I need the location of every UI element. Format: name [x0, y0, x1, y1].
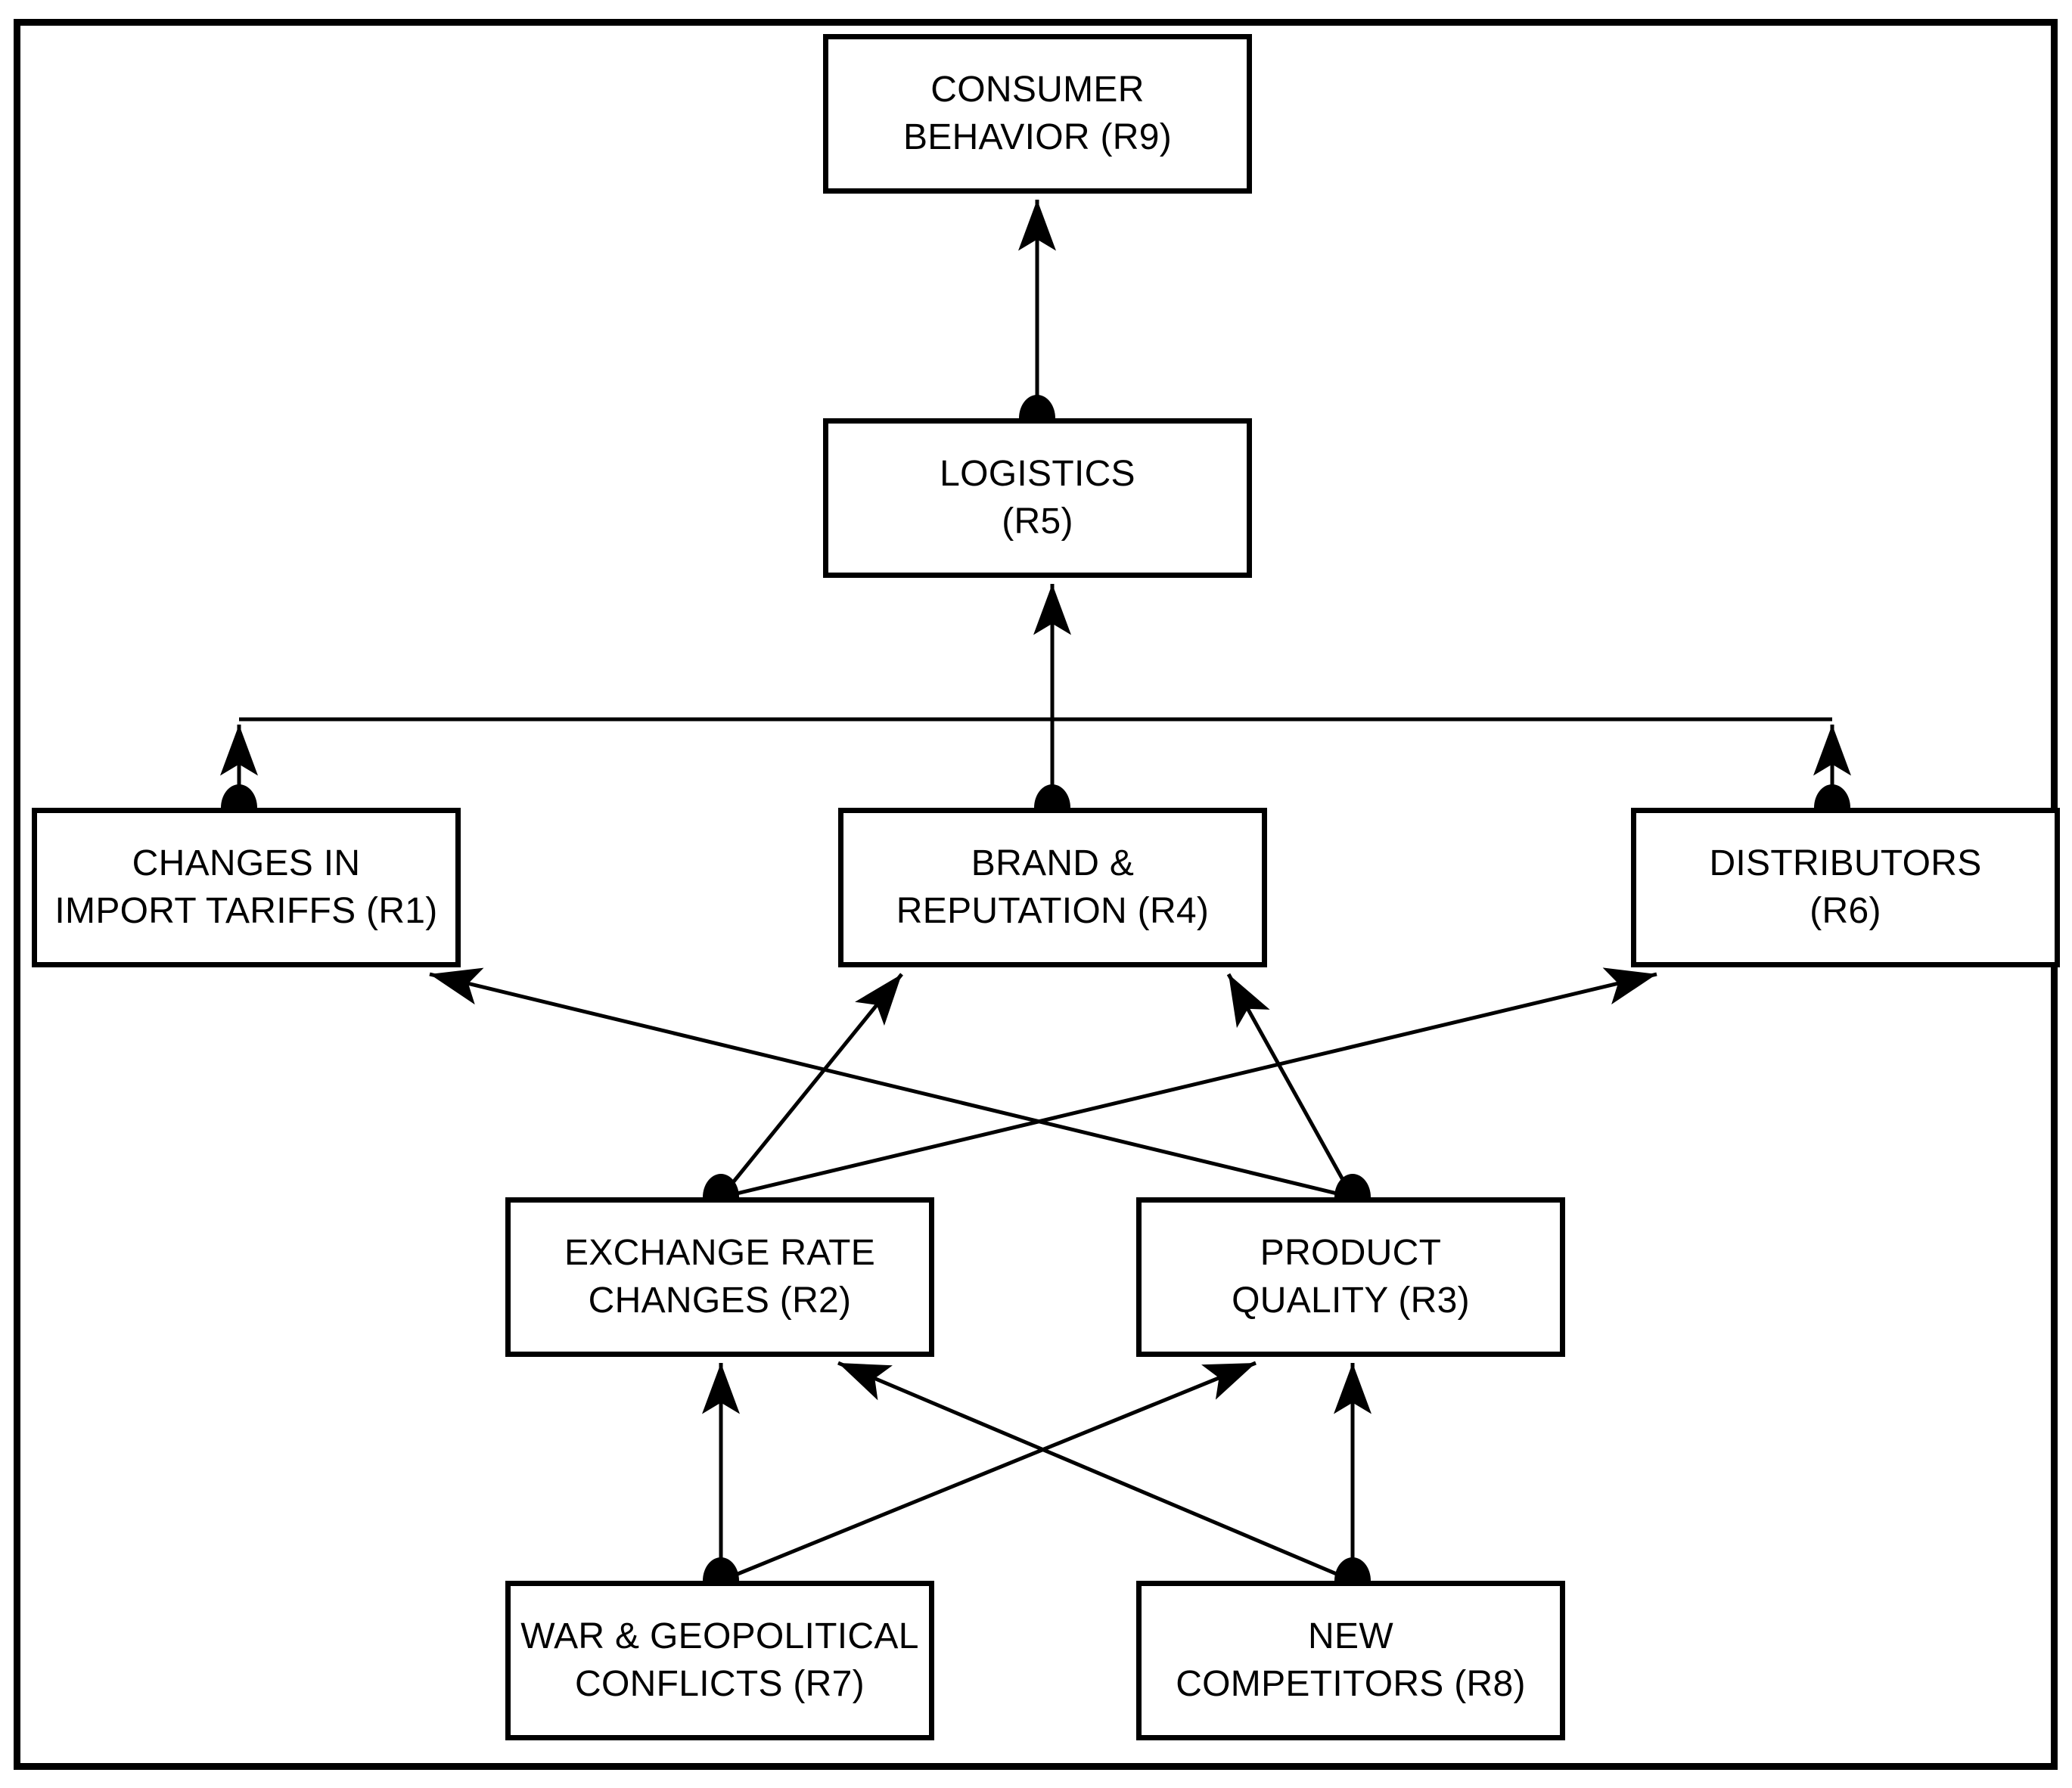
- edge-r7-to-r3: [720, 1361, 1257, 1583]
- node-label-r7: WAR & GEOPOLITICAL CONFLICTS (R7): [520, 1616, 919, 1704]
- edge-r3-to-r4: [1226, 973, 1355, 1199]
- node-r4-brand-and-reputation[interactable]: BRAND & REPUTATION (R4): [838, 808, 1267, 967]
- edge-r2-to-r6: [720, 967, 1657, 1200]
- node-label-r6: DISTRIBUTORS (R6): [1709, 843, 1982, 931]
- node-label-r1: CHANGES IN IMPORT TARIFFS (R1): [54, 843, 438, 931]
- node-label-r9: CONSUMER BEHAVIOR (R9): [902, 70, 1173, 157]
- node-r5-logistics[interactable]: LOGISTICS (R5): [823, 418, 1252, 578]
- node-r9-consumer-behavior[interactable]: CONSUMER BEHAVIOR (R9): [823, 34, 1252, 194]
- edge-r8-to-r2: [837, 1361, 1353, 1583]
- node-r1-changes-in-import-tariffs[interactable]: CHANGES IN IMPORT TARIFFS (R1): [32, 808, 461, 967]
- node-label-r3: PRODUCT QUALITY (R3): [1232, 1233, 1470, 1321]
- node-r3-product-quality[interactable]: PRODUCT QUALITY (R3): [1136, 1197, 1565, 1357]
- node-label-r5: LOGISTICS (R5): [940, 454, 1135, 542]
- node-label-r4: BRAND & REPUTATION (R4): [896, 843, 1210, 931]
- node-label-r2: EXCHANGE RATE CHANGES (R2): [564, 1233, 876, 1321]
- node-r2-exchange-rate-changes[interactable]: EXCHANGE RATE CHANGES (R2): [505, 1197, 934, 1357]
- edge-r2-to-r4: [719, 973, 903, 1199]
- edge-r3-to-r1: [429, 967, 1353, 1200]
- node-label-r8: NEW COMPETITORS (R8): [1176, 1616, 1526, 1704]
- node-r6-distributors[interactable]: DISTRIBUTORS (R6): [1631, 808, 2060, 967]
- node-r7-war-and-geopolitical-conflicts[interactable]: WAR & GEOPOLITICAL CONFLICTS (R7): [505, 1581, 934, 1740]
- node-r8-new-competitors[interactable]: NEW COMPETITORS (R8): [1136, 1581, 1565, 1740]
